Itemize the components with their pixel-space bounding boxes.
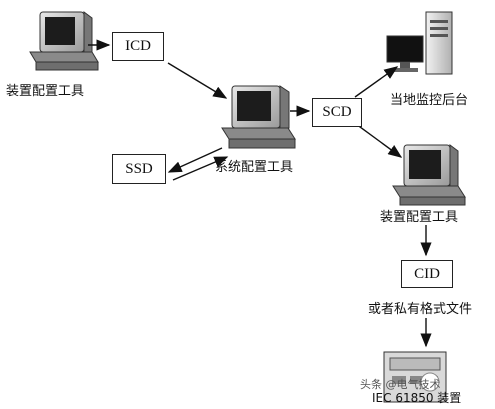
device-tool-right-label: 装置配置工具: [380, 210, 459, 225]
arrow-scd-to-console: [354, 66, 399, 98]
system-tool-label: 系统配置工具: [215, 160, 294, 175]
arrow-icd-to-system: [167, 62, 228, 99]
device-bottom-label: IEC 61850 装置: [372, 391, 462, 405]
computer-icon-device-tool-top: [29, 11, 99, 71]
device-tool-top-label: 装置配置工具: [6, 84, 85, 99]
local-console-label: 当地监控后台: [390, 93, 469, 108]
arrow-ssd-to-system: [172, 156, 229, 181]
computer-icon-system-tool: [221, 85, 296, 149]
watermark-logo-icon: [420, 372, 440, 392]
arrow-scd-to-device-tool: [355, 123, 403, 158]
scd-file-box: SCD: [312, 98, 362, 127]
ssd-file-box: SSD: [112, 154, 166, 184]
workstation-icon-local-console: [386, 11, 453, 75]
cid-file-box: CID: [401, 260, 453, 288]
icd-file-box: ICD: [112, 32, 164, 61]
arrow-system-to-ssd: [167, 147, 223, 173]
private-format-label: 或者私有格式文件: [368, 302, 473, 317]
computer-icon-device-tool-right: [392, 144, 466, 206]
watermark-text: 头条 @电气技术: [360, 378, 441, 391]
